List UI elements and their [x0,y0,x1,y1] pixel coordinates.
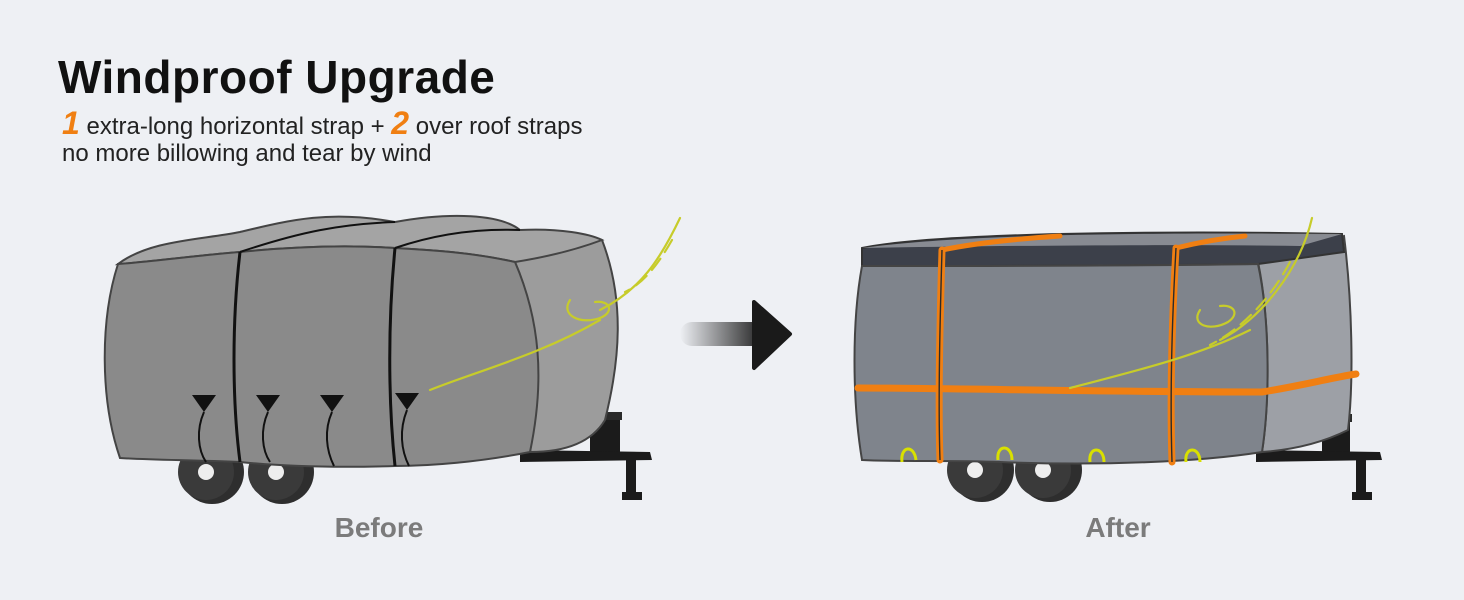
before-tie-downs [192,393,419,467]
after-wind-icon [1068,216,1314,390]
after-trailer-illustration [853,216,1382,502]
before-wind-icon [428,216,682,392]
after-buckles [900,446,1202,463]
before-trailer-illustration [103,214,682,504]
arrow-right-icon [680,300,792,370]
subtitle-text-2: over roof straps [409,113,583,140]
subtitle-line-1: 1 extra-long horizontal strap + 2 over r… [62,105,583,142]
subtitle-line-2: no more billowing and tear by wind [62,140,432,167]
strap-count-horizontal: 1 [62,105,80,141]
before-cover-front [103,245,540,468]
page-title: Windproof Upgrade [58,51,496,103]
subtitle-text-1: extra-long horizontal strap + [79,113,392,140]
after-cover-side [1256,234,1353,454]
after-label: After [1085,512,1151,543]
after-cover-front [853,262,1269,465]
before-label: Before [334,512,424,543]
strap-count-roof: 2 [391,105,410,141]
